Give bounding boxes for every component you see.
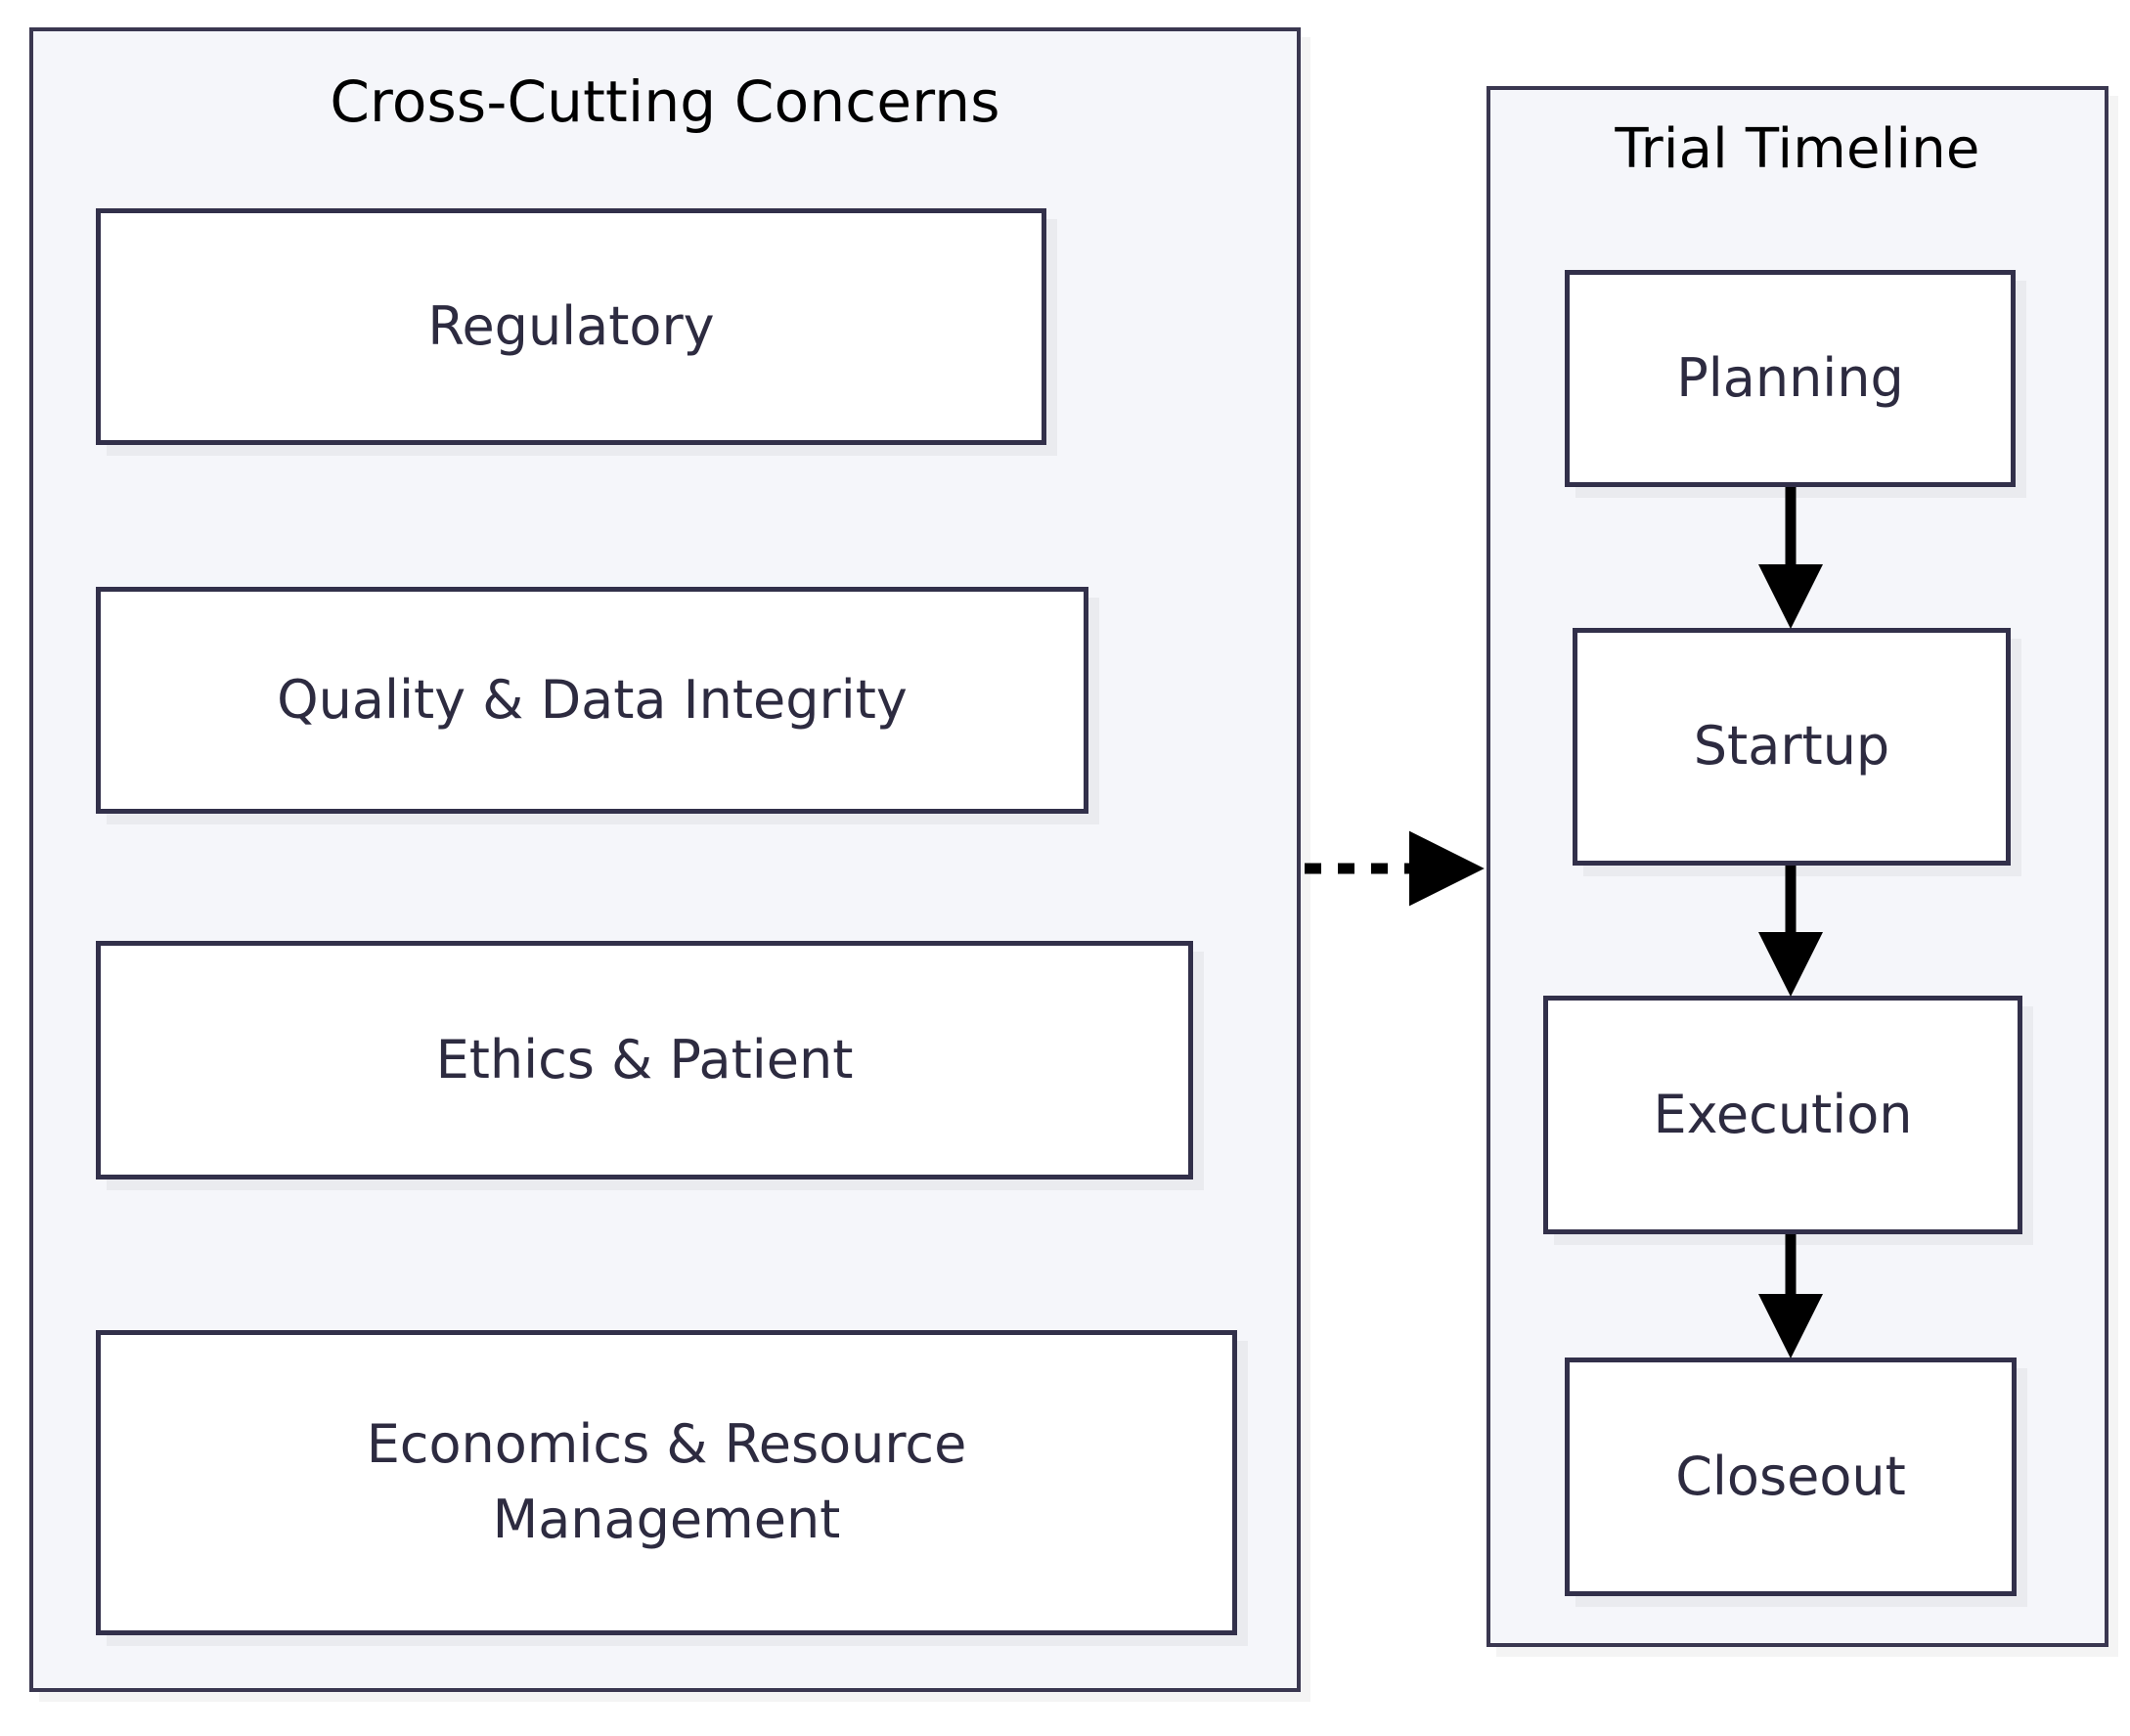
node-label-economics-resource-management: Economics & Resource Management (366, 1413, 967, 1550)
cluster-title-trial-timeline: Trial Timeline (1615, 117, 1980, 181)
cluster-title-cross-cutting-concerns: Cross-Cutting Concerns (330, 68, 1000, 135)
node-economics-resource-management[interactable]: Economics & Resource Management (96, 1330, 1237, 1635)
node-label-startup: Startup (1693, 715, 1890, 778)
node-label-execution: Execution (1653, 1083, 1913, 1145)
node-label-quality-data-integrity: Quality & Data Integrity (277, 668, 908, 731)
node-planning[interactable]: Planning (1565, 270, 2016, 487)
node-regulatory[interactable]: Regulatory (96, 208, 1046, 445)
node-execution[interactable]: Execution (1543, 996, 2022, 1234)
node-label-regulatory: Regulatory (427, 294, 715, 357)
node-quality-data-integrity[interactable]: Quality & Data Integrity (96, 587, 1088, 814)
node-label-ethics-patient: Ethics & Patient (435, 1028, 854, 1091)
node-label-planning: Planning (1676, 346, 1904, 409)
node-ethics-patient[interactable]: Ethics & Patient (96, 941, 1193, 1180)
node-label-closeout: Closeout (1675, 1445, 1906, 1507)
node-closeout[interactable]: Closeout (1565, 1358, 2017, 1596)
node-startup[interactable]: Startup (1573, 628, 2011, 866)
